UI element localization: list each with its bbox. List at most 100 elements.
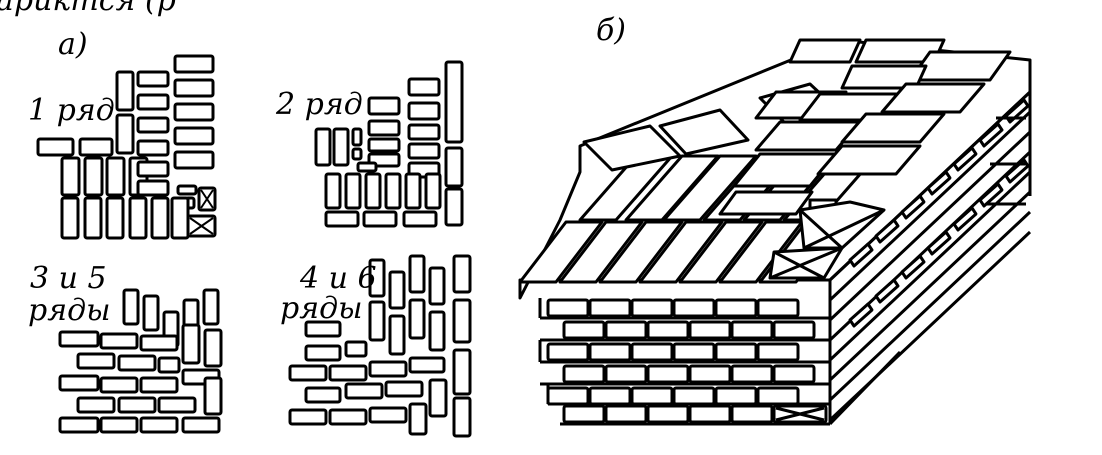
brick (58, 374, 100, 392)
front-brick (588, 298, 632, 318)
brick (351, 127, 363, 147)
brick (428, 378, 448, 418)
brick (181, 416, 221, 434)
side-brick (952, 146, 978, 172)
front-brick (546, 386, 590, 406)
brick (60, 196, 80, 240)
brick (384, 380, 424, 398)
brick (136, 93, 170, 111)
side-brick (874, 218, 900, 244)
brick (367, 96, 401, 116)
course-edge (828, 110, 1032, 302)
brick (128, 196, 148, 240)
brick (115, 113, 135, 155)
brick (99, 416, 139, 434)
side-brick (848, 302, 874, 328)
cut-brick-cross (798, 208, 844, 250)
front-brick (714, 298, 758, 318)
brick (408, 356, 446, 374)
brick (364, 172, 382, 210)
front-brick (688, 364, 732, 384)
brick (428, 266, 446, 306)
brick (117, 354, 157, 372)
front-brick (646, 364, 690, 384)
cut-brick-cross (803, 208, 885, 250)
brick (139, 416, 179, 434)
cut-brick-cross (775, 406, 825, 422)
brick (304, 386, 342, 404)
brick (328, 364, 368, 382)
brick (136, 139, 170, 157)
brick (388, 314, 406, 356)
brick (117, 396, 157, 414)
brick (136, 116, 170, 134)
brick (402, 210, 438, 228)
brick (304, 344, 342, 362)
header-brick-top (558, 220, 644, 284)
panel-b-isometric-wall (518, 38, 1032, 426)
brick (173, 102, 215, 122)
cut-brick (798, 200, 886, 250)
front-brick (604, 364, 648, 384)
side-brick (900, 254, 926, 280)
brick (136, 160, 170, 178)
brick (428, 310, 446, 352)
front-brick (672, 298, 716, 318)
brick (58, 330, 100, 348)
brick (304, 320, 342, 338)
brick (83, 156, 104, 197)
brick (136, 70, 170, 88)
header-brick-top (598, 220, 684, 284)
side-brick (978, 122, 1004, 148)
brick (136, 179, 170, 197)
front-brick (546, 298, 590, 318)
brick (324, 172, 342, 210)
front-brick (562, 320, 606, 340)
brick (203, 328, 223, 368)
row-3-5-label-rows: ряды (28, 293, 111, 328)
front-brick (630, 342, 674, 362)
brick (367, 119, 401, 137)
brick (105, 156, 126, 197)
brick (424, 172, 442, 210)
row-4-6-label-rows: ряды (280, 291, 363, 326)
brick (314, 127, 332, 167)
stretcher-brick-top (840, 112, 946, 144)
stretcher-brick-top (658, 108, 750, 156)
brick (407, 101, 441, 121)
brick (344, 172, 362, 210)
header-brick-top (678, 220, 764, 284)
front-brick (688, 320, 732, 340)
brick (368, 300, 386, 342)
side-brick (926, 170, 952, 196)
brick (78, 137, 114, 157)
brick (388, 270, 406, 310)
panel-a-marker: а) (58, 27, 88, 62)
front-brick (672, 342, 716, 362)
brick (444, 187, 464, 227)
brick (344, 382, 384, 400)
side-brick (978, 182, 1004, 208)
brick (356, 161, 378, 173)
stretcher-brick-top (732, 152, 838, 188)
brick (150, 196, 170, 240)
brick (444, 146, 464, 188)
cut-brick-cross (189, 217, 214, 235)
front-brick (688, 404, 732, 424)
brick (368, 258, 386, 298)
brick (344, 340, 368, 358)
front-brick (562, 364, 606, 384)
brick (407, 77, 441, 97)
front-brick (730, 404, 774, 424)
brick (288, 364, 328, 382)
brick (202, 288, 220, 326)
brick (452, 348, 472, 396)
front-brick (730, 320, 774, 340)
side-brick (926, 230, 952, 256)
row-4-6-label: 4 и 6 (300, 261, 377, 296)
brick (408, 254, 426, 294)
front-brick (646, 320, 690, 340)
panel-b-marker: б) (596, 13, 627, 48)
brick (328, 408, 368, 426)
